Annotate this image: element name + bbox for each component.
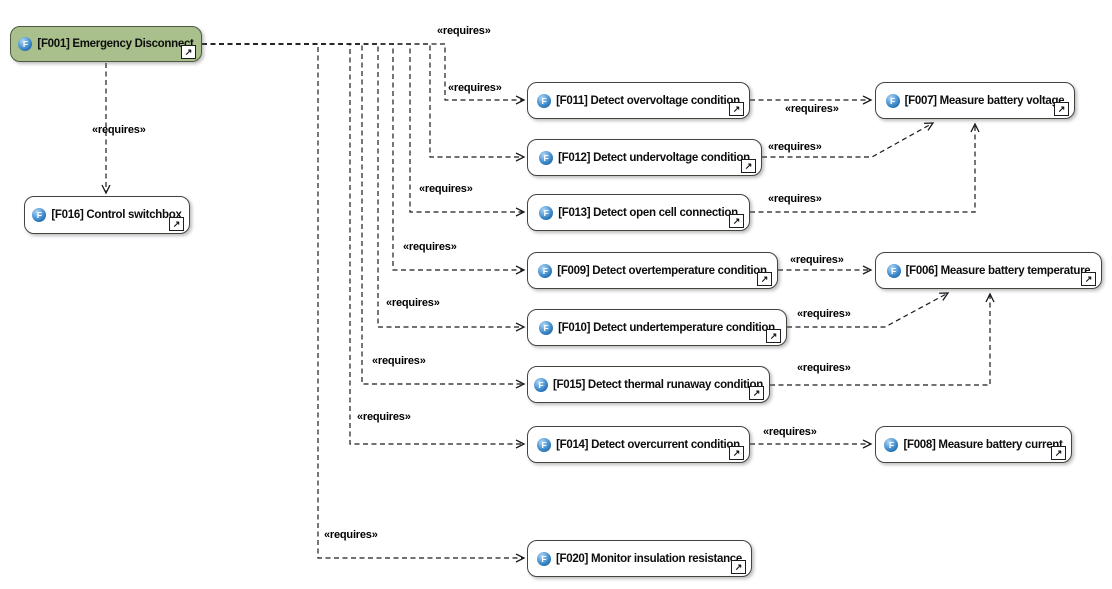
function-node-f006[interactable]: F [F006] Measure battery temperature↗ bbox=[875, 252, 1102, 289]
navigate-link-icon[interactable]: ↗ bbox=[169, 217, 184, 231]
requires-connector-F013-F007[interactable] bbox=[750, 124, 975, 213]
requires-connector-F001-F015[interactable] bbox=[202, 43, 524, 384]
requires-label: «requires» bbox=[763, 426, 817, 438]
navigate-link-icon[interactable]: ↗ bbox=[749, 386, 764, 400]
function-badge-icon: F bbox=[537, 437, 552, 452]
navigate-link-icon[interactable]: ↗ bbox=[729, 214, 744, 228]
function-badge-icon: F bbox=[539, 205, 554, 220]
navigate-link-icon[interactable]: ↗ bbox=[729, 102, 744, 116]
function-badge-icon: F bbox=[885, 93, 900, 108]
requires-label: «requires» bbox=[448, 82, 502, 94]
requires-label: «requires» bbox=[768, 193, 822, 205]
requires-label: «requires» bbox=[419, 183, 473, 195]
function-badge-icon: F bbox=[536, 551, 551, 566]
function-badge-icon: F bbox=[537, 93, 552, 108]
function-badge-icon: F bbox=[539, 150, 554, 165]
navigate-link-icon[interactable]: ↗ bbox=[741, 159, 756, 173]
node-label: [F014] Detect overcurrent condition bbox=[556, 438, 740, 451]
navigate-link-icon[interactable]: ↗ bbox=[729, 446, 744, 460]
function-node-f014[interactable]: F [F014] Detect overcurrent condition↗ bbox=[527, 426, 750, 463]
function-node-f020[interactable]: F [F020] Monitor insulation resistance↗ bbox=[527, 540, 752, 577]
requires-label: «requires» bbox=[403, 241, 457, 253]
function-node-f012[interactable]: F [F012] Detect undervoltage condition↗ bbox=[527, 139, 762, 176]
function-badge-icon: F bbox=[884, 437, 899, 452]
requires-connector-F001-F020[interactable] bbox=[202, 43, 524, 558]
navigate-link-icon[interactable]: ↗ bbox=[1081, 272, 1096, 286]
navigate-link-icon[interactable]: ↗ bbox=[757, 272, 772, 286]
node-label: [F010] Detect undertemperature condition bbox=[558, 321, 775, 334]
requires-label: «requires» bbox=[785, 103, 839, 115]
function-node-f016[interactable]: F [F016] Control switchbox↗ bbox=[24, 196, 190, 234]
node-label: [F009] Detect overtemperature condition bbox=[557, 264, 767, 277]
navigate-link-icon[interactable]: ↗ bbox=[181, 45, 196, 59]
node-label: [F008] Measure battery current bbox=[903, 438, 1063, 451]
requires-label: «requires» bbox=[790, 254, 844, 266]
requires-connector-F012-F007[interactable] bbox=[762, 123, 933, 158]
function-badge-icon: F bbox=[538, 263, 553, 278]
function-node-f015[interactable]: F [F015] Detect thermal runaway condition… bbox=[527, 366, 770, 403]
requires-label: «requires» bbox=[797, 362, 851, 374]
requires-connector-F001-F013[interactable] bbox=[202, 43, 524, 212]
requires-label: «requires» bbox=[324, 529, 378, 541]
function-badge-icon: F bbox=[886, 263, 901, 278]
function-node-f010[interactable]: F [F010] Detect undertemperature conditio… bbox=[527, 309, 787, 346]
navigate-link-icon[interactable]: ↗ bbox=[1051, 446, 1066, 460]
requires-connector-F010-F006[interactable] bbox=[787, 293, 948, 328]
navigate-link-icon[interactable]: ↗ bbox=[731, 560, 746, 574]
node-label: [F011] Detect overvoltage condition bbox=[556, 94, 740, 107]
requires-label: «requires» bbox=[372, 355, 426, 367]
requires-label: «requires» bbox=[386, 297, 440, 309]
function-node-f013[interactable]: F [F013] Detect open cell connection↗ bbox=[527, 194, 750, 231]
node-label: [F016] Control switchbox bbox=[51, 209, 182, 221]
node-label: [F001] Emergency Disconnect bbox=[37, 38, 194, 50]
function-node-f001[interactable]: F [F001] Emergency Disconnect↗ bbox=[10, 26, 202, 62]
requires-label: «requires» bbox=[357, 411, 411, 423]
navigate-link-icon[interactable]: ↗ bbox=[766, 329, 781, 343]
requires-label: «requires» bbox=[437, 25, 491, 37]
function-node-f011[interactable]: F [F011] Detect overvoltage condition↗ bbox=[527, 82, 750, 119]
navigate-link-icon[interactable]: ↗ bbox=[1054, 102, 1069, 116]
function-node-f008[interactable]: F [F008] Measure battery current↗ bbox=[875, 426, 1072, 463]
requires-label: «requires» bbox=[92, 124, 146, 136]
node-label: [F006] Measure battery temperature bbox=[905, 264, 1091, 277]
requires-label: «requires» bbox=[797, 308, 851, 320]
function-badge-icon: F bbox=[539, 320, 554, 335]
node-label: [F013] Detect open cell connection bbox=[558, 206, 738, 219]
function-node-f009[interactable]: F [F009] Detect overtemperature condition… bbox=[527, 252, 778, 289]
requires-connector-F001-F012[interactable] bbox=[202, 43, 524, 157]
function-badge-icon: F bbox=[18, 37, 33, 51]
node-label: [F015] Detect thermal runaway condition bbox=[552, 378, 764, 391]
requires-connector-F015-F006[interactable] bbox=[770, 294, 990, 386]
requires-label: «requires» bbox=[768, 141, 822, 153]
function-badge-icon: F bbox=[533, 377, 548, 392]
function-node-f007[interactable]: F [F007] Measure battery voltage↗ bbox=[875, 82, 1075, 119]
function-badge-icon: F bbox=[32, 208, 47, 222]
node-label: [F020] Monitor insulation resistance bbox=[555, 552, 742, 565]
node-label: [F007] Measure battery voltage bbox=[904, 94, 1065, 107]
node-label: [F012] Detect undervoltage condition bbox=[558, 151, 750, 164]
